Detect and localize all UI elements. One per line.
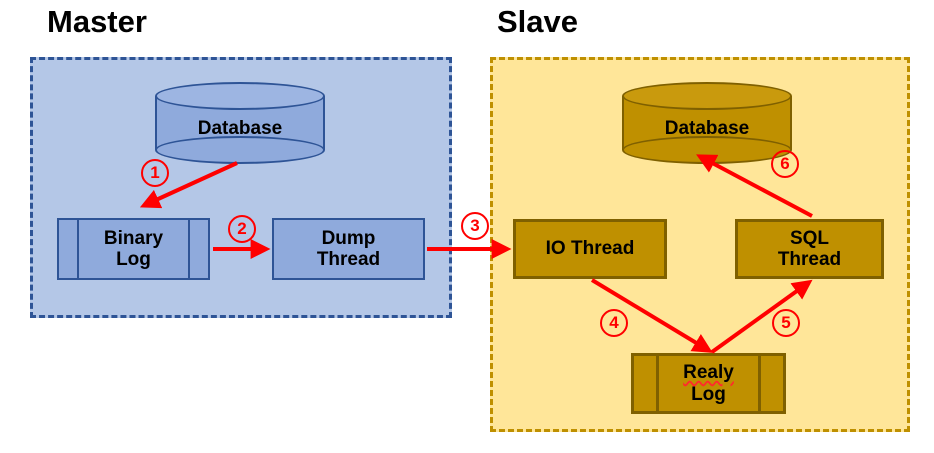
cylinder-top (155, 82, 325, 110)
relay-log-label: Realy Log (683, 362, 734, 405)
master-panel-title: Master (47, 4, 147, 39)
relay-log-node[interactable]: Realy Log (631, 353, 786, 414)
log-divider-right (758, 356, 761, 411)
log-divider-left (77, 220, 79, 278)
log-divider-left (656, 356, 659, 411)
slave-database-node[interactable]: Database (622, 82, 792, 164)
slave-database-label: Database (664, 118, 750, 139)
log-divider-right (188, 220, 190, 278)
dump-thread-node[interactable]: Dump Thread (272, 218, 425, 280)
master-database-node[interactable]: Database (155, 82, 325, 164)
step-marker-2: 2 (228, 215, 256, 243)
dump-thread-label-line2: Thread (316, 249, 381, 270)
io-thread-node[interactable]: IO Thread (513, 219, 667, 279)
binary-log-label-line2: Log (116, 249, 151, 270)
binary-log-node[interactable]: Binary Log (57, 218, 210, 280)
cylinder-bottom (155, 136, 325, 164)
io-thread-label: IO Thread (545, 238, 635, 260)
step-marker-5: 5 (772, 309, 800, 337)
binary-log-label: Binary Log (104, 228, 163, 271)
step-marker-3: 3 (461, 212, 489, 240)
slave-panel-title: Slave (497, 4, 579, 39)
dump-thread-label-line1: Dump (321, 227, 376, 249)
step-marker-1: 1 (141, 159, 169, 187)
step-marker-4: 4 (600, 309, 628, 337)
relay-log-label-line1-misspelled: Realy (683, 362, 734, 384)
master-database-label: Database (197, 118, 283, 139)
sql-thread-label: SQL Thread (778, 228, 841, 271)
sql-thread-node[interactable]: SQL Thread (735, 219, 884, 279)
step-marker-6: 6 (771, 150, 799, 178)
cylinder-top (622, 82, 792, 110)
sql-thread-label-line1: SQL (789, 227, 830, 249)
cylinder-bottom (622, 136, 792, 164)
binary-log-label-line1: Binary (103, 227, 164, 249)
dump-thread-label: Dump Thread (317, 228, 380, 271)
sql-thread-label-line2: Thread (777, 249, 842, 270)
relay-log-label-line2: Log (691, 383, 726, 405)
